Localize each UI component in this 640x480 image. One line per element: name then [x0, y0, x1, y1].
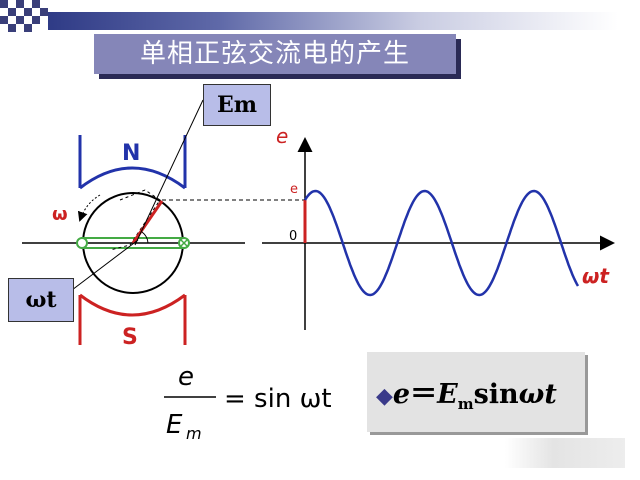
eq-denominator: E	[166, 410, 183, 440]
formula-coef-sub: m	[457, 395, 474, 413]
coil-end-left	[76, 237, 88, 249]
formula-func: sin	[473, 379, 519, 410]
north-label: N	[122, 141, 140, 166]
header-gradient-bar	[48, 12, 618, 30]
origin-label: 0	[289, 229, 297, 244]
y-axis-label: e	[276, 124, 288, 148]
eq-rhs: = sin ωt	[224, 384, 332, 414]
peak-tick-label: e	[290, 182, 298, 197]
diamond-bullet-icon: ◆	[376, 383, 393, 409]
slide-title: 单相正弦交流电的产生	[94, 34, 456, 74]
eq-numerator: e	[178, 362, 194, 392]
watermark	[505, 438, 625, 468]
fraction-equation: e E m = sin ωt	[164, 362, 332, 443]
wt-callout-pointer	[71, 239, 139, 291]
formula-box	[367, 352, 585, 432]
checker-decoration	[0, 0, 48, 40]
wt-callout: ωt	[8, 278, 74, 322]
rotation-arrow-icon	[77, 194, 101, 222]
em-callout: Em	[203, 84, 271, 126]
em-callout-pointer	[134, 99, 204, 246]
rotated-coil-dashed	[109, 189, 161, 251]
formula-lhs: e	[392, 379, 411, 410]
formula-arg: ωt	[518, 379, 557, 410]
sine-wave	[303, 189, 580, 297]
angle-arc	[141, 231, 149, 244]
north-pole	[78, 135, 187, 190]
formula-coef: E	[437, 379, 458, 410]
south-label: S	[122, 325, 138, 350]
eq-denominator-sub: m	[186, 424, 202, 443]
em-vector	[131, 200, 164, 244]
formula-equals: ＝	[410, 379, 438, 410]
south-pole	[78, 293, 187, 345]
omega-label: ω	[52, 204, 68, 225]
x-axis-label: ωt	[582, 264, 610, 288]
formula-text: ◆e＝Emsinωt	[376, 372, 557, 413]
